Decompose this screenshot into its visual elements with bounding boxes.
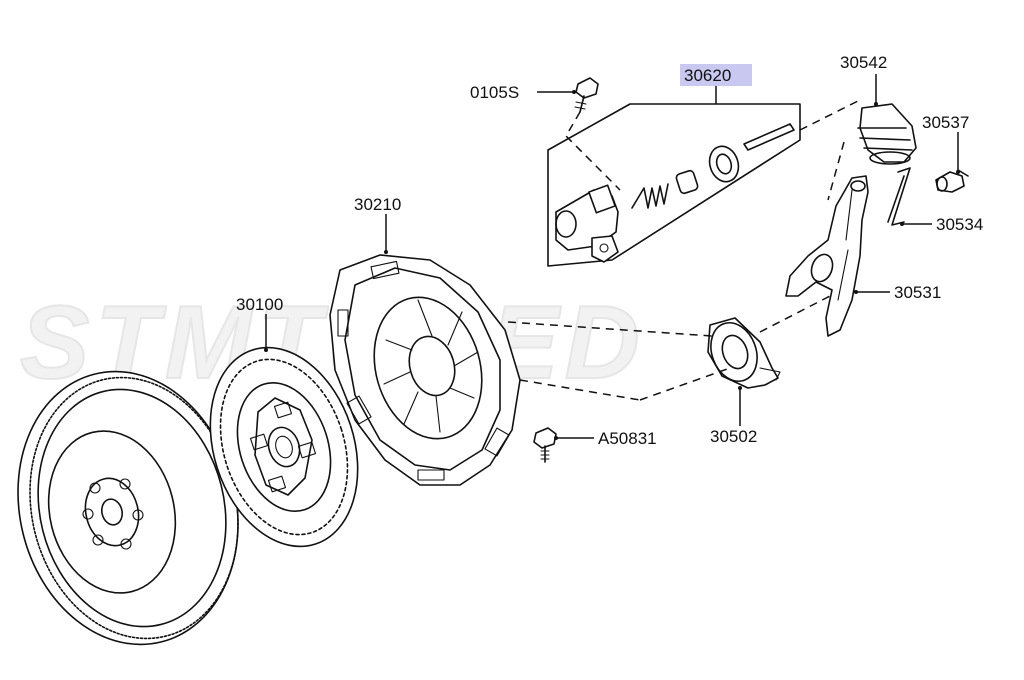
assembly-guide-lines [507, 99, 861, 401]
release-bearing [707, 317, 781, 389]
label-30542[interactable]: 30542 [840, 53, 887, 72]
ball-pivot [935, 169, 969, 193]
spring-clip [887, 167, 911, 226]
dust-boot [857, 103, 917, 165]
label-30620[interactable]: 30620 [684, 66, 731, 85]
label-30534[interactable]: 30534 [936, 215, 983, 234]
clutch-cover [329, 254, 521, 486]
label-30531[interactable]: 30531 [894, 283, 941, 302]
label-30210[interactable]: 30210 [354, 195, 401, 214]
cover-bolt [533, 427, 557, 463]
label-a50831[interactable]: A50831 [598, 429, 657, 448]
clutch-disc [209, 346, 359, 548]
label-30100[interactable]: 30100 [236, 295, 283, 314]
master-cylinder-assembly [547, 103, 801, 267]
label-30537[interactable]: 30537 [922, 113, 969, 132]
flywheel [17, 370, 239, 646]
part-labels: 0105S 30620 30542 30537 30534 30531 3050… [236, 53, 983, 448]
small-bolt [574, 77, 599, 113]
release-fork [785, 175, 869, 337]
highlight-box [680, 64, 752, 86]
label-30502[interactable]: 30502 [710, 427, 757, 446]
label-0105s[interactable]: 0105S [470, 83, 519, 102]
leader-lines [264, 74, 960, 440]
